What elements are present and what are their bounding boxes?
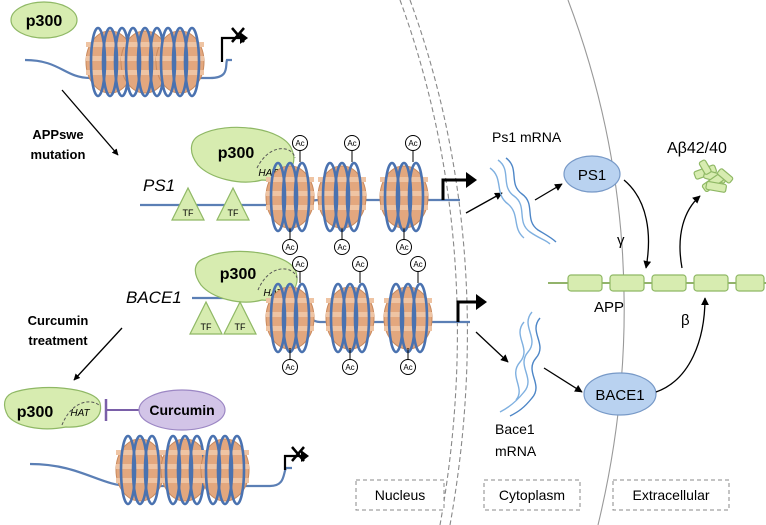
svg-text:Extracellular: Extracellular (632, 487, 709, 503)
compartment-label-cytoplasm: Cytoplasm (483, 479, 581, 511)
appswe-label-line2: mutation (31, 147, 86, 162)
nuclear-envelope (399, 0, 468, 525)
ac-text-bace1: Ac Ac Ac Ac Ac Ac (285, 260, 422, 372)
bace1-chromatin: BACE1 p300 HAT TF TF Ac Ac (126, 250, 487, 375)
chromatin-silent-bottom (29, 434, 309, 506)
tf-ps1-2: TF (216, 186, 250, 221)
tf-ps1-1: TF (171, 186, 205, 221)
translation-arrow-bace1 (543, 367, 583, 393)
svg-text:PS1: PS1 (578, 167, 606, 184)
blocked-transcription-icon (283, 446, 309, 470)
abeta-aggregate (693, 159, 734, 193)
svg-text:TF: TF (235, 322, 246, 332)
curcumin-treatment-line1: Curcumin (28, 313, 89, 328)
svg-text:Ac: Ac (345, 363, 354, 372)
ps1-export-arrow (465, 192, 503, 214)
svg-text:Ac: Ac (413, 260, 422, 269)
bace1-mrna-label-line2: mRNA (495, 443, 537, 459)
svg-text:Ac: Ac (403, 363, 412, 372)
ps1-mrna-label: Ps1 mRNA (492, 129, 562, 145)
compartment-label-nucleus: Nucleus (355, 479, 445, 511)
p300-top: p300 (10, 1, 78, 39)
curcumin-molecule: Curcumin (138, 389, 226, 431)
curcumin-treatment-line2: treatment (28, 333, 88, 348)
appswe-label-line1: APPswe (32, 127, 83, 142)
svg-text:TF: TF (201, 322, 212, 332)
gamma-cleavage-arrow (623, 179, 652, 269)
bace1-gene-label: BACE1 (126, 288, 182, 307)
svg-text:TF: TF (228, 208, 239, 218)
ps1-gene-label: PS1 (143, 176, 175, 195)
svg-text:Ac: Ac (295, 260, 304, 269)
svg-text:Ac: Ac (337, 243, 346, 252)
ac-text-ps1: Ac Ac Ac Ac Ac Ac (285, 139, 417, 252)
svg-text:Ac: Ac (285, 243, 294, 252)
beta-label: β (681, 312, 690, 329)
beta-cleavage-arrow (655, 297, 709, 393)
ps1-mrna (489, 157, 557, 245)
appswe-arrow (61, 89, 119, 156)
ps1-protein: PS1 (563, 155, 621, 193)
svg-text:Ac: Ac (399, 243, 408, 252)
bace1-protein: BACE1 (583, 372, 657, 416)
app-protein (548, 274, 766, 292)
p300-ps1: p300 HAT (190, 126, 296, 183)
svg-text:p300: p300 (17, 404, 54, 421)
svg-text:p300: p300 (218, 145, 255, 162)
bace1-export-arrow (475, 331, 509, 363)
blocked-transcription-icon (220, 27, 248, 62)
svg-text:Ac: Ac (347, 139, 356, 148)
inhibition-symbol (104, 399, 140, 421)
app-label: APP (594, 299, 624, 316)
plasma-membrane (567, 0, 625, 525)
tf-bace1-2: TF (223, 300, 257, 335)
svg-text:Nucleus: Nucleus (375, 487, 426, 503)
svg-text:Ac: Ac (355, 260, 364, 269)
curcumin-treatment-arrow (73, 327, 123, 381)
chromatin-silent-top (24, 26, 248, 98)
svg-text:HAT: HAT (258, 168, 278, 179)
svg-text:TF: TF (183, 208, 194, 218)
gamma-label: γ (617, 232, 625, 249)
svg-text:p300: p300 (26, 13, 63, 30)
abeta-label: Aβ42/40 (667, 140, 727, 157)
svg-text:p300: p300 (220, 266, 257, 283)
p300-inhibited: p300 HAT (3, 386, 102, 430)
svg-text:Curcumin: Curcumin (149, 402, 214, 418)
ps1-chromatin: PS1 p300 HAT TF TF Ac Ac (140, 126, 477, 255)
compartment-label-extracellular: Extracellular (612, 479, 730, 511)
bace1-mrna (499, 311, 541, 417)
svg-text:Ac: Ac (295, 139, 304, 148)
bace1-mrna-label-line1: Bace1 (495, 421, 535, 437)
svg-text:Cytoplasm: Cytoplasm (499, 487, 565, 503)
active-transcription-icon-ps1 (441, 172, 477, 200)
tf-bace1-1: TF (189, 300, 223, 335)
svg-text:HAT: HAT (70, 408, 90, 419)
svg-text:Ac: Ac (285, 363, 294, 372)
svg-text:Ac: Ac (408, 139, 417, 148)
active-transcription-icon-bace1 (456, 294, 487, 322)
abeta-release-arrow (679, 195, 701, 269)
translation-arrow-ps1 (534, 183, 563, 201)
svg-text:BACE1: BACE1 (595, 387, 644, 404)
